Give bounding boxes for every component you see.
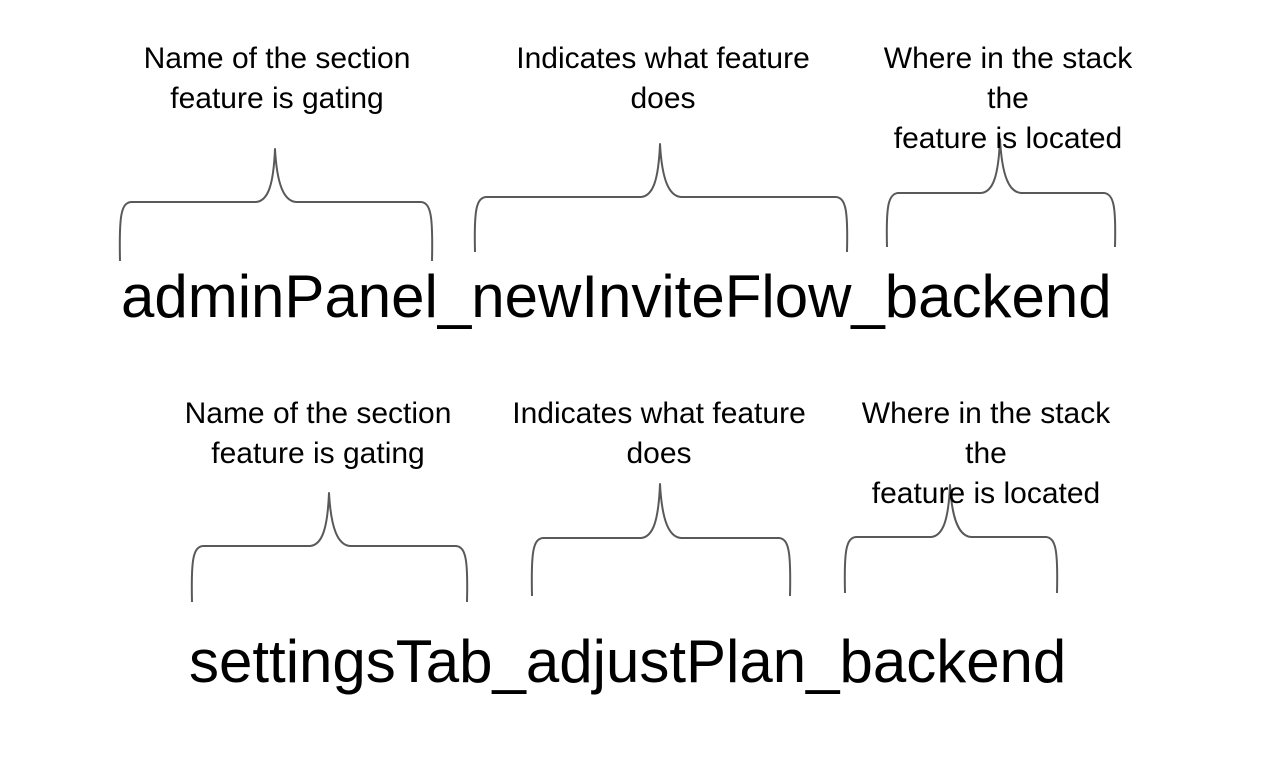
section-brace-1 (118, 148, 434, 262)
section-annotation-2: Name of the section feature is gating (184, 397, 452, 470)
feature-annotation-1: Indicates what feature does (516, 42, 810, 115)
feature-annotation-2: Indicates what feature does (512, 397, 806, 470)
section-annotation-1: Name of the section feature is gating (143, 42, 411, 115)
flag-name-1: adminPanel_newInviteFlow_backend (121, 263, 1112, 330)
flag-name-2: settingsTab_adjustPlan_backend (189, 628, 1067, 695)
stack-annotation-1: Where in the stack the feature is locate… (883, 42, 1133, 155)
section-brace-2 (190, 492, 469, 603)
feature-brace-2 (530, 483, 792, 597)
stack-annotation-2: Where in the stack the feature is locate… (861, 397, 1111, 510)
feature-brace-1 (473, 143, 849, 253)
